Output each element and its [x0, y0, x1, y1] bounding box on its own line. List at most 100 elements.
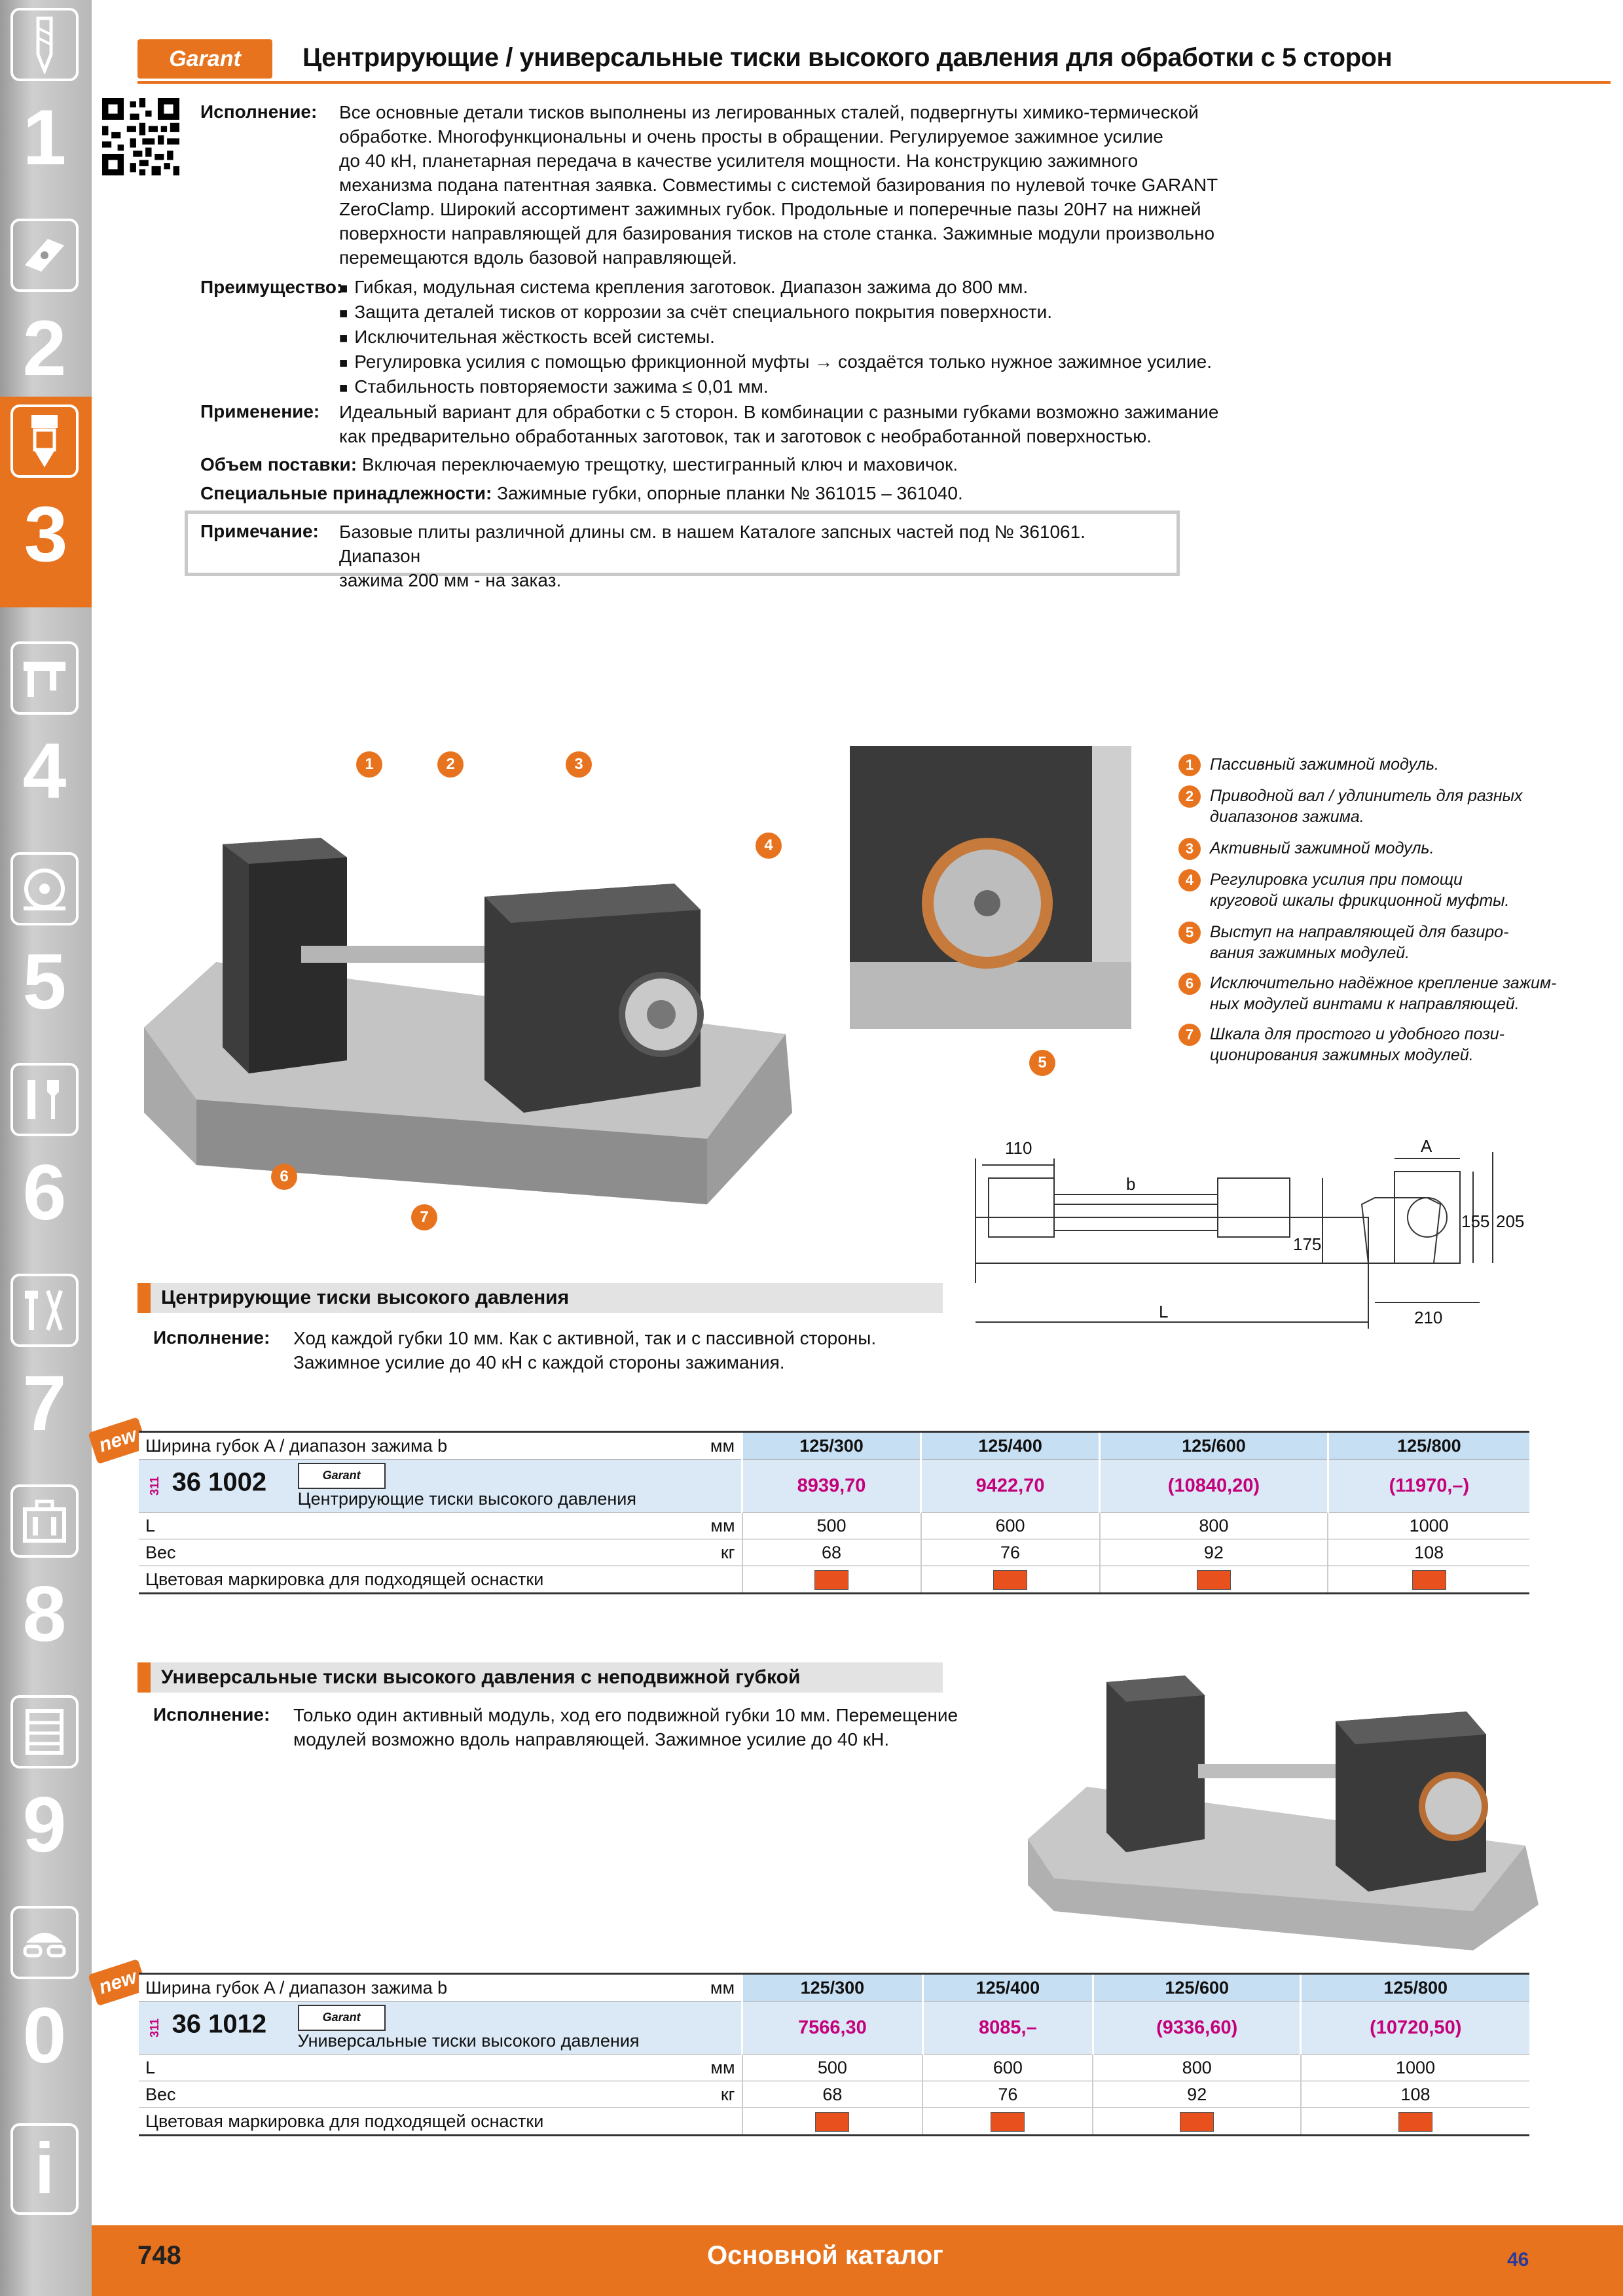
- chuck-icon: [10, 404, 79, 478]
- section-accent-bar: [137, 1662, 151, 1693]
- color-cell: [922, 2108, 1093, 2136]
- row-label: Вес: [139, 2081, 689, 2108]
- chapter-number: 7: [22, 1359, 67, 1447]
- chapter-tab-8[interactable]: 8: [4, 1477, 85, 1687]
- row-label: Цветовая маркировка для подходящей оснас…: [139, 2108, 742, 2136]
- table-row: L мм 500 600 800 1000: [139, 1512, 1529, 1539]
- chapter-tab-7[interactable]: 7: [4, 1266, 85, 1477]
- advantage-list: Гибкая, модульная система крепления заго…: [339, 276, 1212, 400]
- table-header-row: Ширина губок A / диапазон зажима b мм 12…: [139, 1973, 1529, 2001]
- chapter-tab-info[interactable]: i: [4, 2109, 85, 2225]
- chapter-tab-6[interactable]: 6: [4, 1055, 85, 1266]
- dim-b: b: [1126, 1174, 1135, 1194]
- text-line: зажима 200 мм - на заказ.: [339, 570, 562, 590]
- cell-value: 92: [1099, 1539, 1328, 1566]
- cell-value: 600: [920, 1512, 1100, 1539]
- garant-mini-logo: Garant: [297, 2004, 386, 2031]
- chapter-tab-2[interactable]: 2: [4, 211, 85, 422]
- scope-row: Объем поставки: Включая переключаемую тр…: [200, 454, 958, 475]
- article-number: 36 1002: [172, 1467, 267, 1497]
- section-header-centering: Центрирующие тиски высокого давления: [137, 1283, 943, 1313]
- row-unit: мм: [689, 1512, 742, 1539]
- product-table-361012: Ширина губок A / диапазон зажима b мм 12…: [139, 1973, 1529, 2136]
- chapter-tab-0[interactable]: 0: [4, 1898, 85, 2109]
- chapter-tab-1[interactable]: 1: [4, 0, 85, 211]
- chapter-tab-4[interactable]: 4: [4, 634, 85, 844]
- cell-value: 500: [741, 1512, 921, 1539]
- row-label: Цветовая маркировка для подходящей оснас…: [139, 1566, 742, 1594]
- chapter-number: 2: [22, 304, 67, 392]
- qr-code-icon[interactable]: [101, 98, 180, 175]
- chapter-tab-5[interactable]: 5: [4, 844, 85, 1055]
- header-label: Ширина губок A / диапазон зажима b: [139, 1973, 689, 2001]
- text-line: ZeroClamp. Широкий ассортимент зажимных …: [339, 199, 1201, 219]
- execution-text: Все основные детали тисков выполнены из …: [339, 100, 1256, 270]
- callout-5: 5: [1029, 1050, 1055, 1076]
- color-swatch: [993, 1570, 1028, 1590]
- color-cell: [1327, 1566, 1529, 1594]
- color-cell: [920, 1566, 1100, 1594]
- table-row: L мм 500 600 800 1000: [139, 2054, 1529, 2081]
- color-swatch: [991, 2111, 1025, 2132]
- chapter-tab-3[interactable]: 3: [0, 397, 92, 607]
- section1-text: Ход каждой губки 10 мм. Как с активной, …: [293, 1326, 1013, 1374]
- cell-value: 1000: [1300, 2054, 1529, 2081]
- section-header-universal: Универсальные тиски высокого давления с …: [137, 1662, 943, 1693]
- article-number: 36 1012: [172, 2009, 267, 2039]
- text-line: механизма подана патентная заявка. Совме…: [339, 175, 1218, 195]
- color-swatch: [1180, 2111, 1214, 2132]
- cell-value: 800: [1099, 1512, 1328, 1539]
- pliers-icon: [10, 1274, 79, 1347]
- dim-A: A: [1421, 1136, 1432, 1156]
- sheet-number: 46: [1507, 2249, 1529, 2270]
- chapter-number: 0: [22, 1992, 67, 2079]
- text-line: как предварительно обработанных заготово…: [339, 426, 1152, 446]
- legend-text: Активный зажимной модуль.: [1210, 839, 1434, 857]
- text-line: Все основные детали тисков выполнены из …: [339, 102, 1199, 122]
- dim-205: 205: [1496, 1211, 1524, 1231]
- chapter-tab-9[interactable]: 9: [4, 1687, 85, 1898]
- text-line: Идеальный вариант для обработки с 5 стор…: [339, 402, 1219, 422]
- callout-3: 3: [566, 751, 592, 778]
- chapter-number: 1: [22, 94, 67, 181]
- article-row[interactable]: 311 36 1002 Garant Центрирующие тиски вы…: [139, 1459, 1529, 1513]
- legend-item-1: 1 Пассивный зажимной модуль.: [1178, 754, 1584, 776]
- row-unit: кг: [689, 2081, 742, 2108]
- text-line: до 40 кН, планетарная передача в качеств…: [339, 151, 1139, 171]
- chapter-number: 9: [22, 1781, 67, 1869]
- scope-text: Включая переключаемую трещотку, шестигра…: [361, 454, 958, 475]
- cell-value: 1000: [1327, 1512, 1529, 1539]
- info-label: i: [34, 2128, 55, 2209]
- section-title: Универсальные тиски высокого давления с …: [161, 1666, 801, 1688]
- dim-110: 110: [1005, 1138, 1032, 1158]
- clutch-detail-image: [850, 746, 1131, 1029]
- cell-value: 600: [922, 2054, 1093, 2081]
- col-header: 125/300: [740, 1431, 921, 1460]
- info-icon: i: [10, 2123, 79, 2215]
- legend-number: 3: [1178, 838, 1201, 860]
- article-cell: 311 36 1002 Garant Центрирующие тиски вы…: [139, 1459, 742, 1513]
- legend-text: круговой шкалы фрикционной муфты.: [1210, 891, 1510, 910]
- legend-number: 6: [1178, 973, 1201, 995]
- article-description: Универсальные тиски высокого давления: [297, 2030, 640, 2051]
- note-text: Базовые плиты различной длины см. в наше…: [339, 520, 1171, 592]
- price-cell: (10720,50): [1300, 2001, 1529, 2054]
- color-cell: [1099, 1566, 1328, 1594]
- legend-item-6: 6 Исключительно надёжное крепление зажим…: [1178, 973, 1584, 1014]
- article-row[interactable]: 311 36 1012 Garant Универсальные тиски в…: [139, 2001, 1529, 2054]
- list-item: Защита деталей тисков от коррозии за счё…: [339, 300, 1212, 325]
- row-label: L: [139, 1512, 689, 1539]
- chapter-number: 5: [22, 938, 67, 1026]
- dim-175: 175: [1293, 1234, 1321, 1254]
- text-line: Базовые плиты различной длины см. в наше…: [339, 522, 1085, 566]
- legend-text: Исключительно надёжное крепление зажим-: [1210, 974, 1557, 992]
- color-swatch: [1398, 2111, 1432, 2132]
- saw-blade-icon: [10, 852, 79, 925]
- universal-vise-image: [1028, 1676, 1539, 1950]
- col-header: 125/600: [1099, 1431, 1328, 1460]
- legend-item-7: 7 Шкала для простого и удобного пози- ци…: [1178, 1024, 1584, 1066]
- list-item: Регулировка усилия с помощью фрикционной…: [339, 350, 1212, 375]
- header-unit: мм: [689, 1431, 742, 1460]
- article-prefix: 311: [148, 2018, 162, 2037]
- execution-label: Исполнение:: [153, 1704, 270, 1725]
